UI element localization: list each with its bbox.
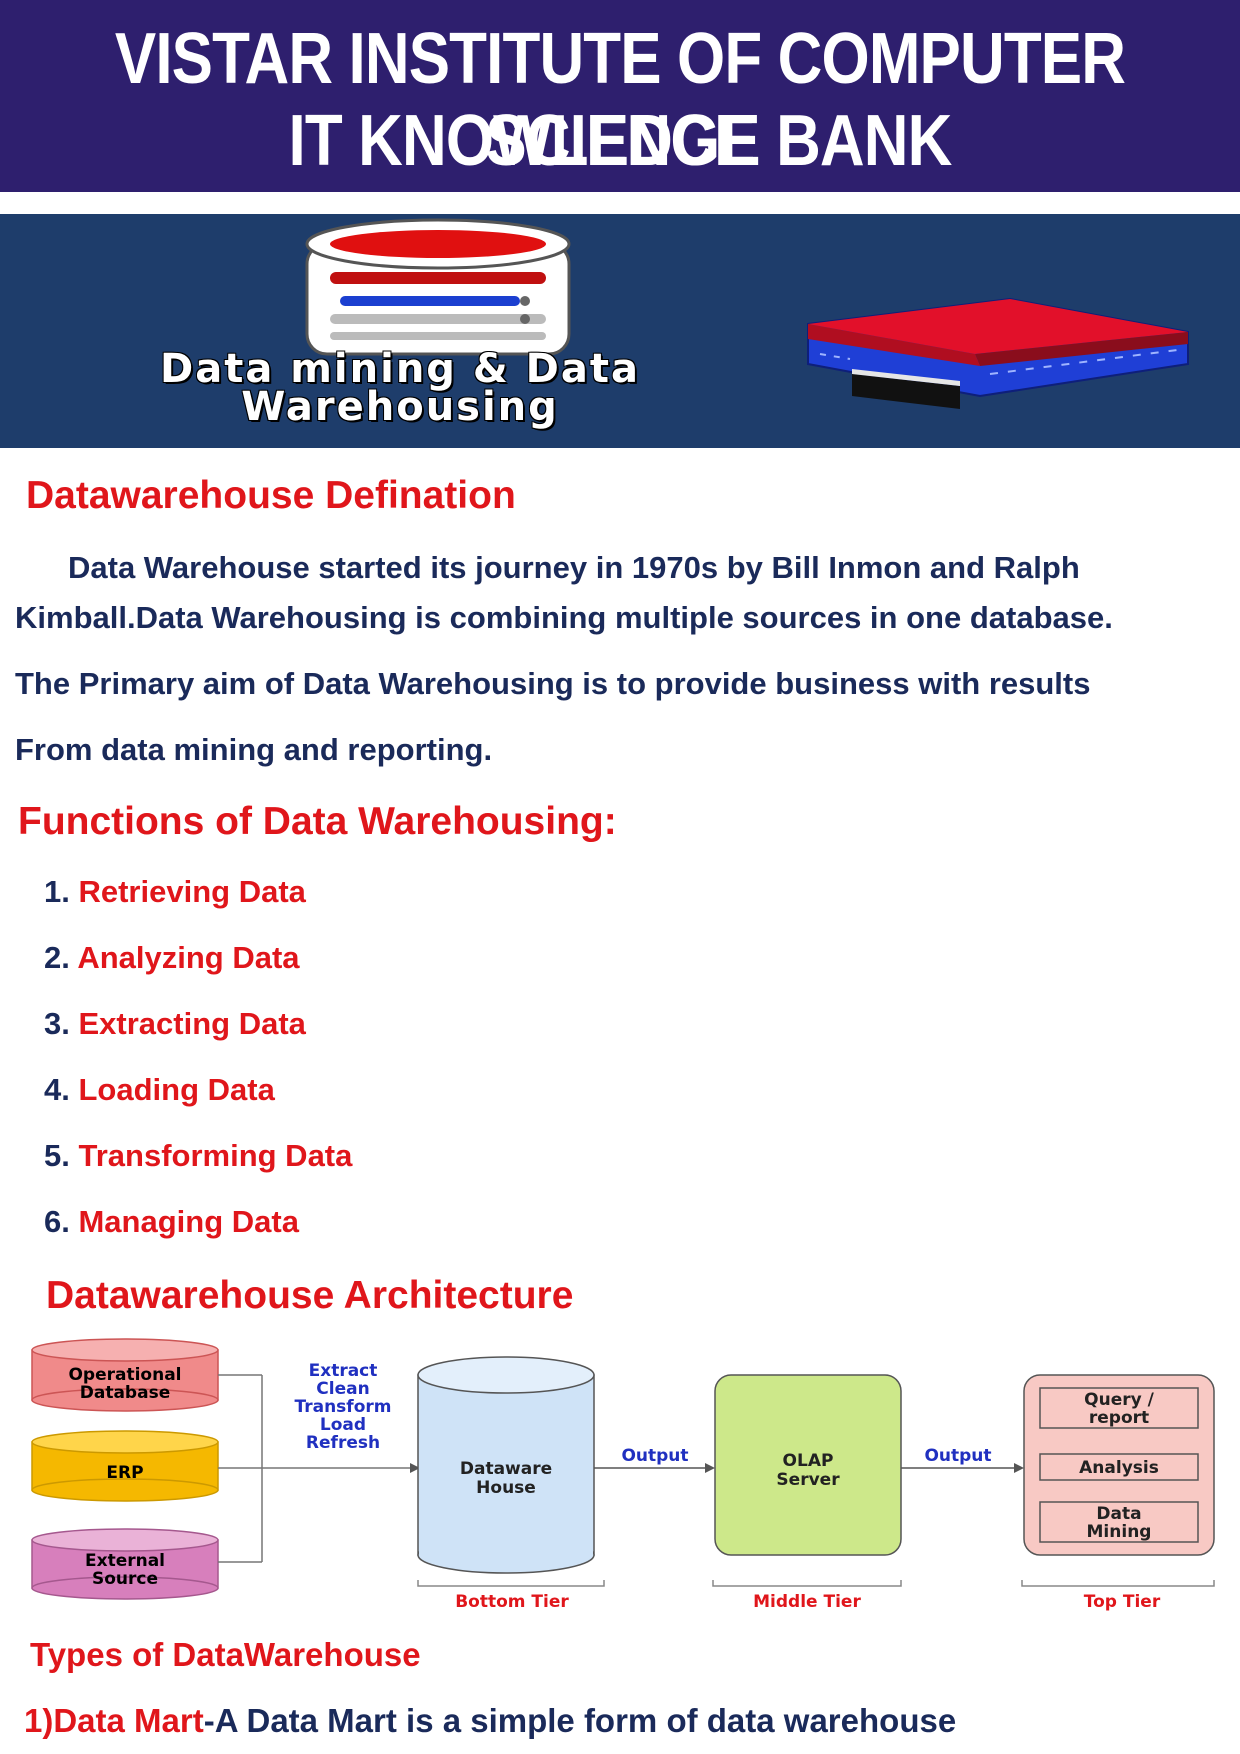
- function-number: 4.: [44, 1072, 70, 1107]
- function-number: 6.: [44, 1204, 70, 1239]
- data-warehouse-node: Dataware House: [417, 1356, 595, 1574]
- erp-source: ERP: [31, 1430, 219, 1502]
- function-item: 4. Loading Data: [44, 1072, 275, 1108]
- warehouse-label-1: Dataware: [460, 1459, 552, 1479]
- output-arrow-1: Output: [594, 1446, 715, 1473]
- output-label-2: Output: [924, 1446, 991, 1466]
- definition-line3: The Primary aim of Data Warehousing is t…: [15, 666, 1091, 701]
- source-connectors: [218, 1374, 420, 1563]
- tier-braces: [417, 1580, 1215, 1587]
- data-mart-term: 1)Data Mart: [24, 1702, 204, 1739]
- function-item: 6. Managing Data: [44, 1204, 299, 1240]
- function-number: 2.: [44, 940, 70, 975]
- banner-title: Data mining & Data Warehousing: [60, 346, 740, 430]
- banner-title-line1: Data mining & Data: [160, 346, 640, 392]
- institute-name: VISTAR INSTITUTE OF COMPUTER SCIENCE: [114, 19, 1126, 181]
- top-tier-tools: Query / report Analysis Data Mining: [1023, 1374, 1215, 1556]
- page-header: VISTAR INSTITUTE OF COMPUTER SCIENCE IT …: [0, 0, 1240, 192]
- etl-extract: Extract: [309, 1361, 378, 1381]
- etl-labels: Extract Clean Transform Load Refresh: [295, 1361, 392, 1453]
- output-label-1: Output: [621, 1446, 688, 1466]
- banner-illustration: [305, 218, 1189, 409]
- knowledge-bank-title: IT KNOWLEDGE BANK: [288, 101, 952, 181]
- definition-line1: Data Warehouse started its journey in 19…: [68, 550, 1080, 585]
- top-tier-label: Top Tier: [1084, 1592, 1161, 1612]
- function-item: 1. Retrieving Data: [44, 874, 306, 910]
- function-label: Extracting Data: [78, 1006, 306, 1041]
- external-source: External Source: [31, 1528, 219, 1600]
- function-label: Transforming Data: [78, 1138, 353, 1173]
- output-arrow-2: Output: [901, 1446, 1024, 1473]
- functions-heading: Functions of Data Warehousing:: [18, 800, 617, 843]
- definition-line4: From data mining and reporting.: [15, 732, 493, 767]
- function-label: Analyzing Data: [77, 940, 300, 975]
- query-label-1: Query /: [1084, 1390, 1154, 1410]
- etl-transform: Transform: [295, 1397, 392, 1417]
- warehouse-label-2: House: [476, 1478, 536, 1498]
- data-mart-description: -A Data Mart is a simple form of data wa…: [203, 1702, 957, 1739]
- olap-label-2: Server: [776, 1470, 840, 1490]
- olap-label-1: OLAP: [783, 1451, 834, 1471]
- definition-line2: Kimball.Data Warehousing is combining mu…: [15, 600, 1113, 635]
- database-icon: [305, 218, 571, 356]
- function-item: 5. Transforming Data: [44, 1138, 352, 1174]
- external-label-1: External: [85, 1551, 165, 1571]
- function-item: 2. Analyzing Data: [44, 940, 300, 976]
- topic-banner: [0, 214, 1240, 448]
- function-number: 5.: [44, 1138, 70, 1173]
- olap-server-node: OLAP Server: [714, 1374, 902, 1556]
- tier-labels: Bottom Tier Middle Tier Top Tier: [455, 1592, 1161, 1612]
- types-heading: Types of DataWarehouse: [30, 1636, 421, 1673]
- mining-label-2: Mining: [1087, 1522, 1152, 1542]
- architecture-diagram: Operational Database ERP External Source…: [31, 1338, 1215, 1612]
- query-label-2: report: [1089, 1408, 1149, 1428]
- warehouse-icon: [807, 297, 1189, 409]
- external-label-2: Source: [92, 1569, 158, 1589]
- analysis-label: Analysis: [1079, 1458, 1159, 1478]
- operational-label-2: Database: [80, 1383, 170, 1403]
- operational-label-1: Operational: [68, 1365, 181, 1385]
- etl-clean: Clean: [316, 1379, 369, 1399]
- function-number: 1.: [44, 874, 70, 909]
- function-number: 3.: [44, 1006, 70, 1041]
- etl-refresh: Refresh: [306, 1433, 380, 1453]
- function-label: Retrieving Data: [78, 874, 306, 909]
- etl-load: Load: [320, 1415, 366, 1435]
- middle-tier-label: Middle Tier: [753, 1592, 861, 1612]
- types-item-1: 1)Data Mart-A Data Mart is a simple form…: [24, 1702, 956, 1740]
- architecture-heading: Datawarehouse Architecture: [46, 1274, 574, 1317]
- function-item: 3. Extracting Data: [44, 1006, 306, 1042]
- bottom-tier-label: Bottom Tier: [455, 1592, 569, 1612]
- operational-database-source: Operational Database: [31, 1338, 219, 1412]
- definition-heading: Datawarehouse Defination: [26, 474, 516, 517]
- function-label: Managing Data: [78, 1204, 299, 1239]
- banner-title-line2: Warehousing: [241, 384, 559, 430]
- erp-label: ERP: [106, 1463, 143, 1483]
- mining-label-1: Data: [1096, 1504, 1141, 1524]
- function-label: Loading Data: [78, 1072, 275, 1107]
